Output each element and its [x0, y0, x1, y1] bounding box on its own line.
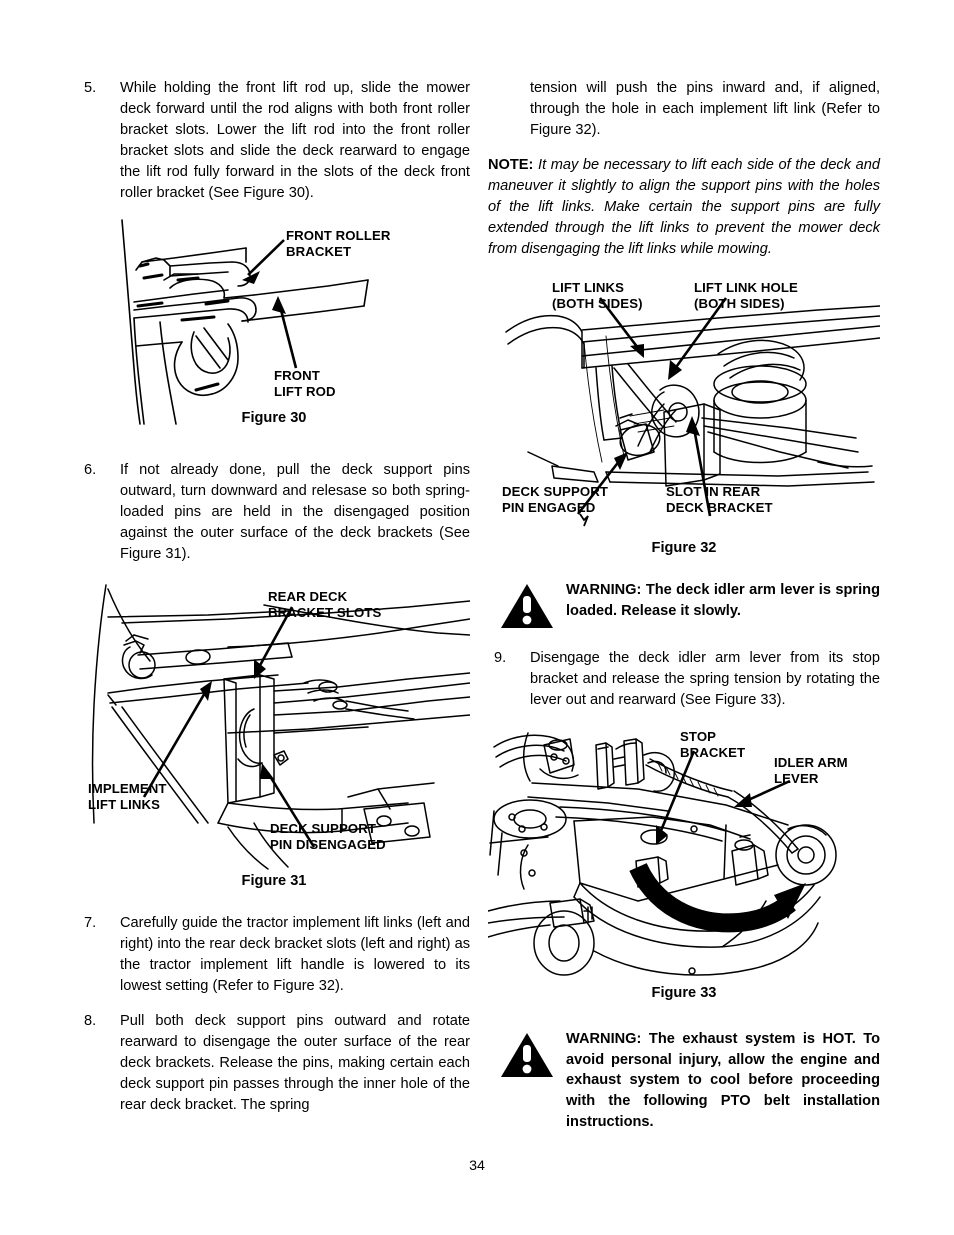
step-7: 7. Carefully guide the tractor implement… [78, 913, 470, 997]
figure-32-arrow-slot-in-rear-deck-bracket [686, 416, 712, 517]
warning-triangle-icon [501, 1033, 553, 1077]
step-6: 6. If not already done, pull the deck su… [78, 460, 470, 565]
figure-32-arrow-lift-link-hole [668, 297, 728, 380]
note-text: It may be necessary to lift each side of… [488, 157, 880, 257]
callout-stop-bracket: STOP BRACKET [680, 729, 746, 760]
callout-lift-links: LIFT LINKS (BOTH SIDES) [552, 280, 643, 311]
figure-30: FRONT ROLLER BRACKET FRONT LIFT ROD Figu… [78, 218, 470, 450]
step-5-text: While holding the front lift rod up, sli… [120, 80, 470, 201]
callout-deck-support-pin-disengaged: DECK SUPPORT PIN DISENGAGED [270, 821, 386, 852]
step-8: 8. Pull both deck support pins outward a… [78, 1011, 470, 1116]
step-8-number: 8. [84, 1013, 97, 1029]
figure-32: LIFT LINKS (BOTH SIDES) LIFT LINK HOLE (… [488, 276, 880, 566]
note-label: NOTE: [488, 157, 534, 173]
figure-33-drawing [488, 732, 837, 976]
figure-33-motion-arrow [629, 862, 806, 933]
warning-exhaust-hot-text: WARNING: The exhaust system is HOT. To a… [566, 1031, 880, 1130]
figure-33-arrow-idler-arm-lever [734, 779, 791, 807]
left-column: 5. While holding the front lift rod up, … [78, 78, 470, 1130]
step-9: 9. Disengage the deck idler arm lever fr… [488, 648, 880, 711]
callout-slot-in-rear-deck-bracket: SLOT IN REAR DECK BRACKET [666, 484, 773, 515]
step-9-number: 9. [494, 650, 507, 666]
step-7-text: Carefully guide the tractor implement li… [120, 915, 470, 994]
figure-32-caption: Figure 32 [651, 540, 717, 556]
warning-idler-arm-text: WARNING: The deck idler arm lever is spr… [566, 582, 880, 619]
figure-33-arrow-stop-bracket [656, 750, 696, 845]
figure-30-arrow-front-lift-rod [272, 296, 298, 369]
page-number: 34 [469, 1158, 485, 1174]
warning-exhaust-hot: WARNING: The exhaust system is HOT. To a… [488, 1029, 880, 1133]
callout-front-roller-bracket: FRONT ROLLER BRACKET [286, 228, 391, 259]
step-5-number: 5. [84, 80, 97, 96]
callout-idler-arm-lever: IDLER ARM LEVER [774, 755, 848, 786]
callout-front-lift-rod: FRONT LIFT ROD [274, 368, 336, 399]
figure-32-tick-mark [579, 513, 589, 527]
figure-30-drawing [121, 219, 369, 425]
note-block: NOTE: It may be necessary to lift each s… [488, 155, 880, 260]
figure-31-arrow-deck-support-pin-disengaged [260, 763, 316, 848]
step-5: 5. While holding the front lift rod up, … [78, 78, 470, 204]
step-6-text: If not already done, pull the deck suppo… [120, 462, 470, 562]
figure-31-drawing [91, 584, 470, 870]
figure-31-arrow-implement-lift-links [142, 681, 212, 798]
step-7-number: 7. [84, 915, 97, 931]
figure-32-arrow-deck-support-pin-engaged [576, 452, 628, 515]
warning-idler-arm: WARNING: The deck idler arm lever is spr… [488, 580, 880, 632]
figure-33-caption: Figure 33 [651, 985, 717, 1001]
figure-30-caption: Figure 30 [241, 410, 307, 426]
warning-triangle-icon [501, 584, 553, 628]
callout-implement-lift-links: IMPLEMENT LIFT LINKS [88, 781, 167, 812]
callout-deck-support-pin-engaged: DECK SUPPORT PIN ENGAGED [502, 484, 608, 515]
figure-33: STOP BRACKET IDLER ARM LEVER Figure 33 [488, 725, 880, 1013]
step-6-number: 6. [84, 462, 97, 478]
callout-lift-link-hole: LIFT LINK HOLE (BOTH SIDES) [694, 280, 798, 311]
callout-rear-deck-bracket-slots: REAR DECK BRACKET SLOTS [268, 589, 382, 620]
figure-31-arrow-rear-deck-bracket-slots [254, 606, 294, 679]
right-column: tension will push the pins inward and, i… [488, 78, 880, 1149]
figure-31: REAR DECK BRACKET SLOTS IMPLEMENT LIFT L… [78, 583, 470, 901]
step-9-text: Disengage the deck idler arm lever from … [530, 650, 880, 708]
step-8-continuation: tension will push the pins inward and, i… [530, 80, 880, 138]
figure-31-caption: Figure 31 [241, 873, 307, 889]
figure-32-arrow-lift-links [598, 297, 644, 358]
figure-32-drawing [505, 297, 880, 527]
figure-30-arrow-front-roller-bracket [242, 239, 285, 284]
step-8-text: Pull both deck support pins outward and … [120, 1013, 470, 1113]
